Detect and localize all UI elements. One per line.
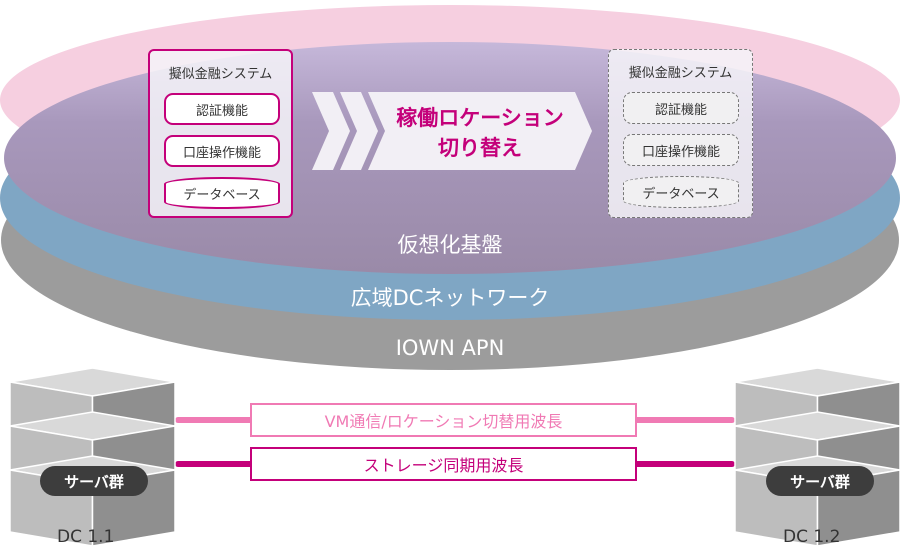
source-auth-function: 認証機能 — [164, 93, 280, 125]
dc-label-left: DC 1.1 — [57, 527, 115, 547]
server-stack-left — [9, 367, 176, 547]
target-system-box: 擬似金融システム 認証機能 口座操作機能 データベース — [608, 49, 753, 218]
target-system-title: 擬似金融システム — [628, 66, 733, 81]
vm-wavelength-box: VM通信/ロケーション切替用波長 — [250, 403, 637, 437]
source-database: データベース — [164, 177, 280, 209]
source-system-title: 擬似金融システム — [168, 67, 273, 82]
migration-label: 稼働ロケーション 切り替え — [375, 103, 585, 163]
chevron-icon — [340, 92, 378, 170]
chevron-icon — [312, 92, 350, 170]
server-stack-right — [734, 367, 900, 547]
source-system-box: 擬似金融システム 認証機能 口座操作機能 データベース — [148, 49, 293, 218]
storage-wavelength-box: ストレージ同期用波長 — [250, 447, 637, 481]
apn-layer-label: IOWN APN — [395, 336, 505, 360]
dc-label-right: DC 1.2 — [783, 527, 841, 547]
target-auth-function: 認証機能 — [623, 92, 739, 124]
target-account-function: 口座操作機能 — [623, 134, 739, 166]
source-account-function: 口座操作機能 — [164, 135, 280, 167]
migration-label-line1: 稼働ロケーション — [396, 106, 564, 130]
migration-arrow-shape — [368, 92, 592, 170]
wan-layer-label: 広域DCネットワーク — [350, 286, 550, 310]
server-group-badge-right: サーバ群 — [766, 466, 874, 496]
migration-label-line2: 切り替え — [438, 136, 522, 160]
virtualization-layer-label: 仮想化基盤 — [397, 233, 503, 257]
target-database: データベース — [623, 176, 739, 208]
server-group-badge-left: サーバ群 — [40, 466, 148, 496]
